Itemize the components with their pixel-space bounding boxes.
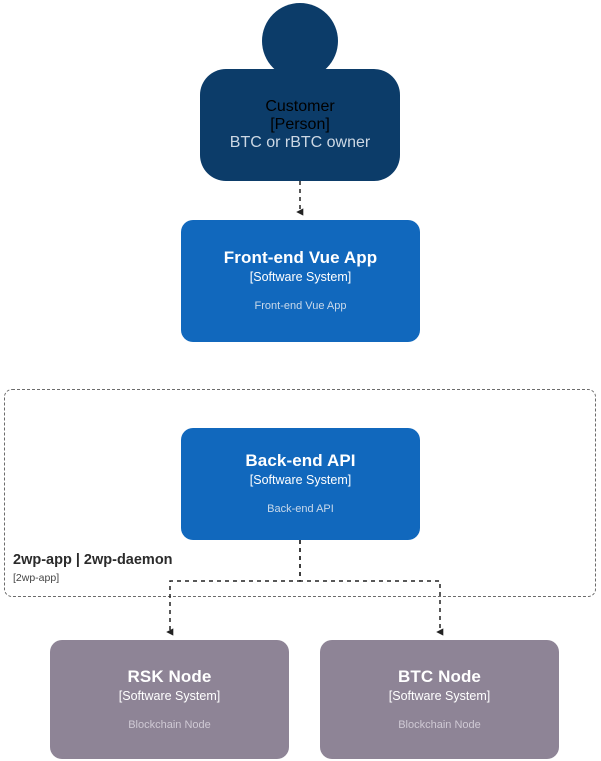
node-type: [Person]	[270, 116, 330, 133]
node-type: [Software System]	[118, 688, 221, 703]
boundary-title: 2wp-app | 2wp-daemon	[13, 552, 173, 568]
node-description: Front-end Vue App	[254, 300, 347, 313]
node-description: Blockchain Node	[398, 718, 481, 731]
node-backend-api[interactable]: Back-end API [Software System] Back-end …	[181, 428, 420, 540]
node-title: Back-end API	[245, 451, 356, 471]
person-body: Customer [Person] BTC or rBTC owner	[200, 69, 400, 181]
node-rsk-node[interactable]: RSK Node [Software System] Blockchain No…	[50, 640, 289, 759]
node-title: Front-end Vue App	[223, 248, 378, 268]
node-description: Back-end API	[267, 503, 334, 516]
node-description: Blockchain Node	[128, 718, 211, 731]
node-title: Customer	[265, 98, 335, 115]
node-frontend-vue-app[interactable]: Front-end Vue App [Software System] Fron…	[181, 220, 420, 342]
node-type: [Software System]	[388, 688, 491, 703]
person-head-icon	[262, 3, 338, 79]
node-title: BTC Node	[398, 666, 481, 686]
node-type: [Software System]	[249, 473, 352, 487]
node-title: RSK Node	[127, 666, 212, 686]
node-customer[interactable]: Customer [Person] BTC or rBTC owner	[200, 0, 400, 181]
boundary-type: [2wp-app]	[13, 572, 60, 584]
node-description: BTC or rBTC owner	[229, 134, 371, 151]
node-type: [Software System]	[249, 270, 352, 284]
node-btc-node[interactable]: BTC Node [Software System] Blockchain No…	[320, 640, 559, 759]
